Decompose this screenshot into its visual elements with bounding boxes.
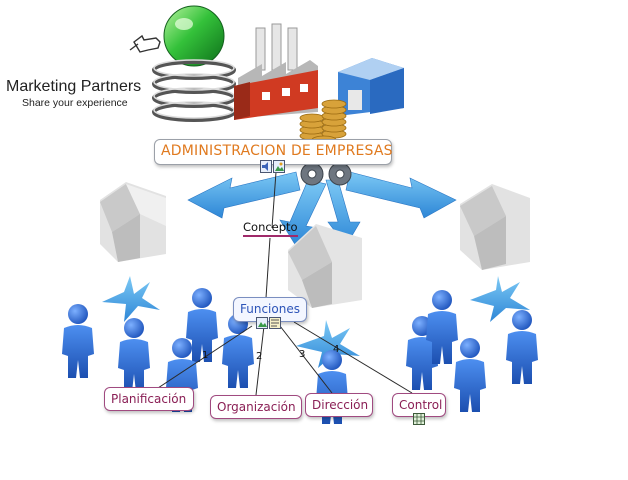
connector-number-1: 1 [202, 350, 209, 361]
child-node-label: Planificación [111, 392, 187, 406]
functions-attachments [256, 317, 281, 329]
connector-root-concepto [271, 171, 277, 229]
brand-subtitle: Share your experience [22, 97, 128, 109]
child-node-label: Control [399, 398, 443, 412]
concepto-label: Concepto [243, 220, 298, 237]
connector-planificacion [157, 325, 253, 389]
gears-icon [300, 162, 352, 186]
connector-number-4: 4 [333, 344, 340, 355]
connector-control [293, 321, 413, 394]
image-icon[interactable] [256, 317, 268, 329]
root-attachments [260, 160, 285, 173]
brand-title: Marketing Partners [6, 78, 142, 95]
child-node-organizacion[interactable]: Organización [210, 395, 302, 419]
root-node-label: ADMINISTRACION DE EMPRESAS [161, 143, 393, 159]
hand-pointer-icon [129, 34, 161, 53]
table-icon[interactable] [413, 413, 425, 425]
factory-icon [234, 23, 318, 120]
warehouse-icon [338, 58, 404, 116]
cluster-arrows [102, 276, 530, 368]
note-icon[interactable] [269, 317, 281, 329]
person-icon [62, 304, 94, 378]
connector-organizacion [255, 325, 265, 396]
image-icon[interactable] [273, 160, 285, 173]
audio-icon[interactable] [260, 160, 272, 173]
central-arrows [187, 171, 457, 247]
child-node-label: Organización [217, 400, 296, 414]
root-node[interactable]: ADMINISTRACION DE EMPRESAS [154, 139, 393, 165]
child-node-direccion[interactable]: Dirección [305, 393, 373, 417]
functions-node-label: Funciones [240, 302, 300, 316]
connector-number-2: 2 [256, 351, 263, 362]
child-node-label: Dirección [312, 398, 369, 412]
house-icon [460, 184, 530, 270]
house-icon [100, 182, 166, 262]
connector-direccion [279, 325, 333, 394]
child-node-planificacion[interactable]: Planificación [104, 387, 194, 411]
house-icon [288, 224, 362, 308]
connector-number-3: 3 [299, 349, 306, 360]
connector-concepto-funciones [265, 237, 271, 299]
